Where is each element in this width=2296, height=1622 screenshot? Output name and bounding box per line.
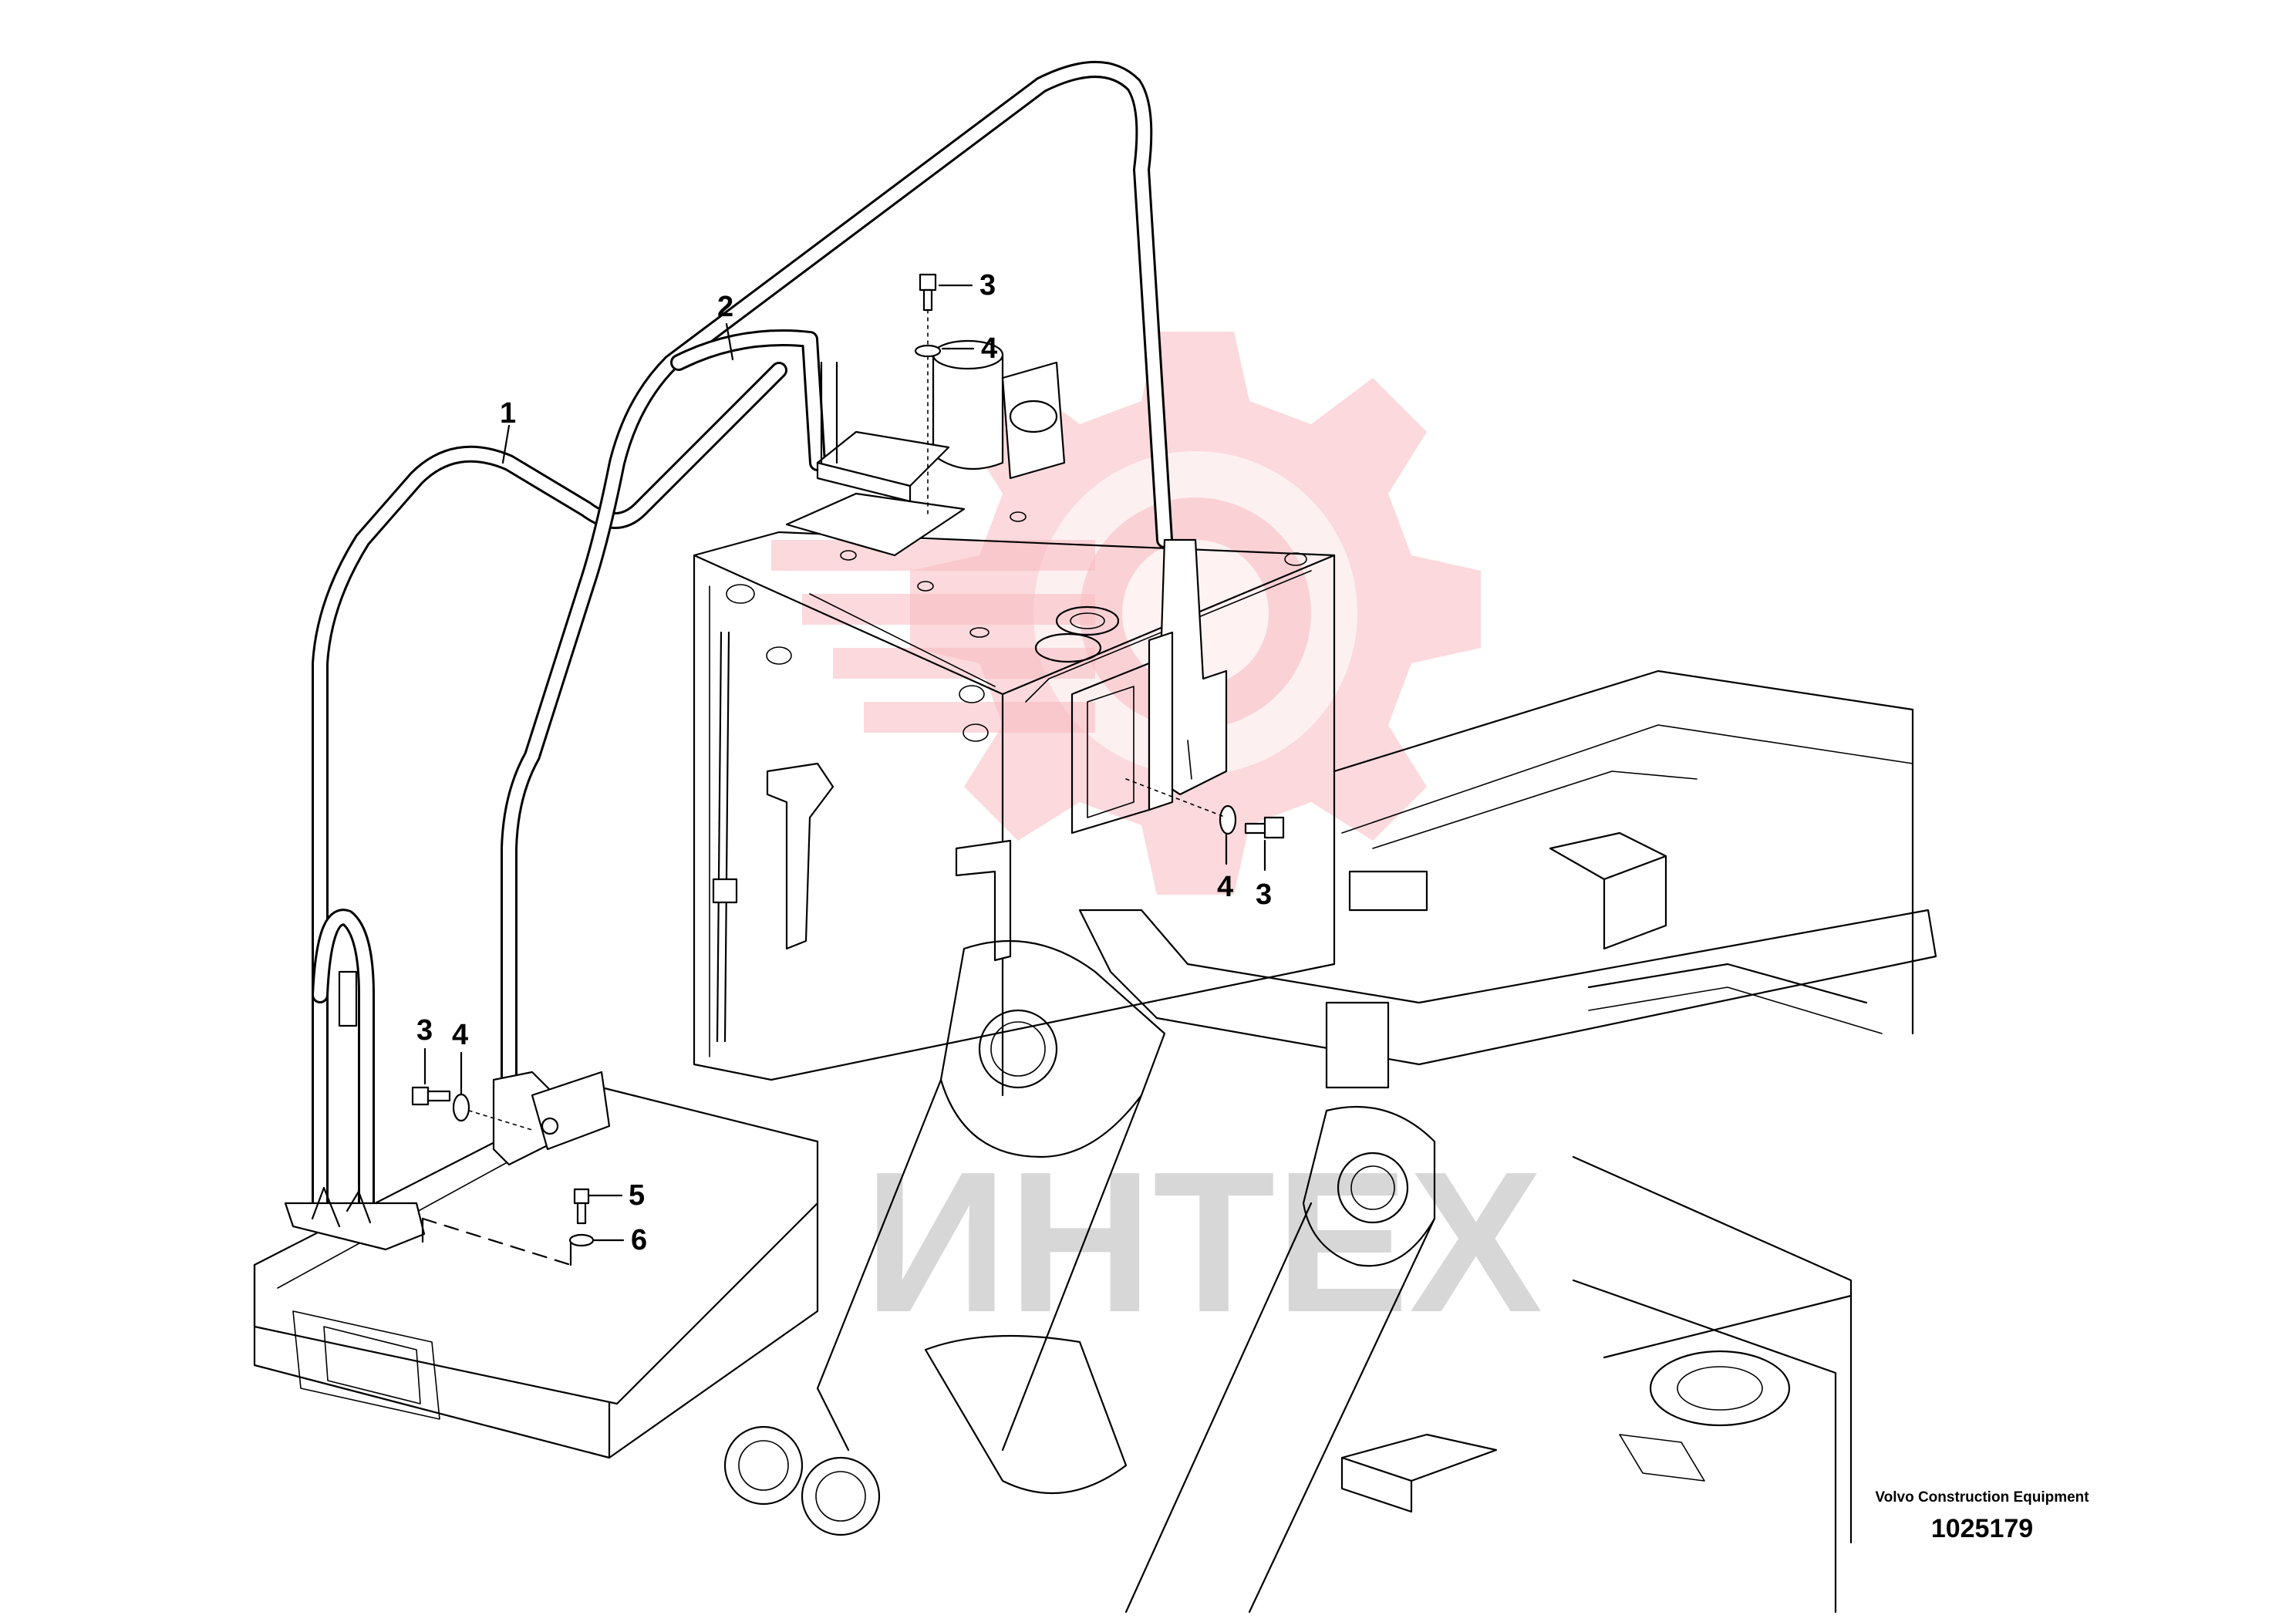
callout-4-right: 4 xyxy=(1217,871,1233,903)
handrail-part-2 xyxy=(492,61,1228,1166)
callout-5: 5 xyxy=(629,1179,645,1212)
diagram-code: 1025179 xyxy=(1930,1514,2034,1543)
callout-3-left: 3 xyxy=(416,1014,433,1047)
fasteners xyxy=(411,273,1285,1266)
callouts: 1 2 3 4 4 3 3 4 5 6 xyxy=(416,269,1272,1256)
boom-structure xyxy=(723,909,1937,1614)
callout-4-top: 4 xyxy=(981,332,997,365)
bolt-right xyxy=(1125,778,1285,839)
diagram-caption: Volvo Construction Equipment 1025179 xyxy=(1851,1489,2113,1544)
callout-3-right: 3 xyxy=(1256,878,1272,911)
company-name: Volvo Construction Equipment xyxy=(1875,1489,2089,1506)
callout-4-left: 4 xyxy=(452,1019,468,1051)
callout-3-top: 3 xyxy=(979,269,996,302)
leader-lines xyxy=(423,284,1266,1242)
bolt-left xyxy=(411,1086,533,1131)
bolt-lower xyxy=(421,1188,595,1266)
watermark-text: ИНТЕХ xyxy=(864,1131,1544,1354)
gear-emblem-icon xyxy=(771,332,1481,895)
right-chassis xyxy=(1325,669,1914,1614)
callout-1: 1 xyxy=(500,397,516,430)
bolt-top xyxy=(914,273,942,518)
callout-6: 6 xyxy=(631,1224,647,1256)
callout-2: 2 xyxy=(717,291,733,323)
